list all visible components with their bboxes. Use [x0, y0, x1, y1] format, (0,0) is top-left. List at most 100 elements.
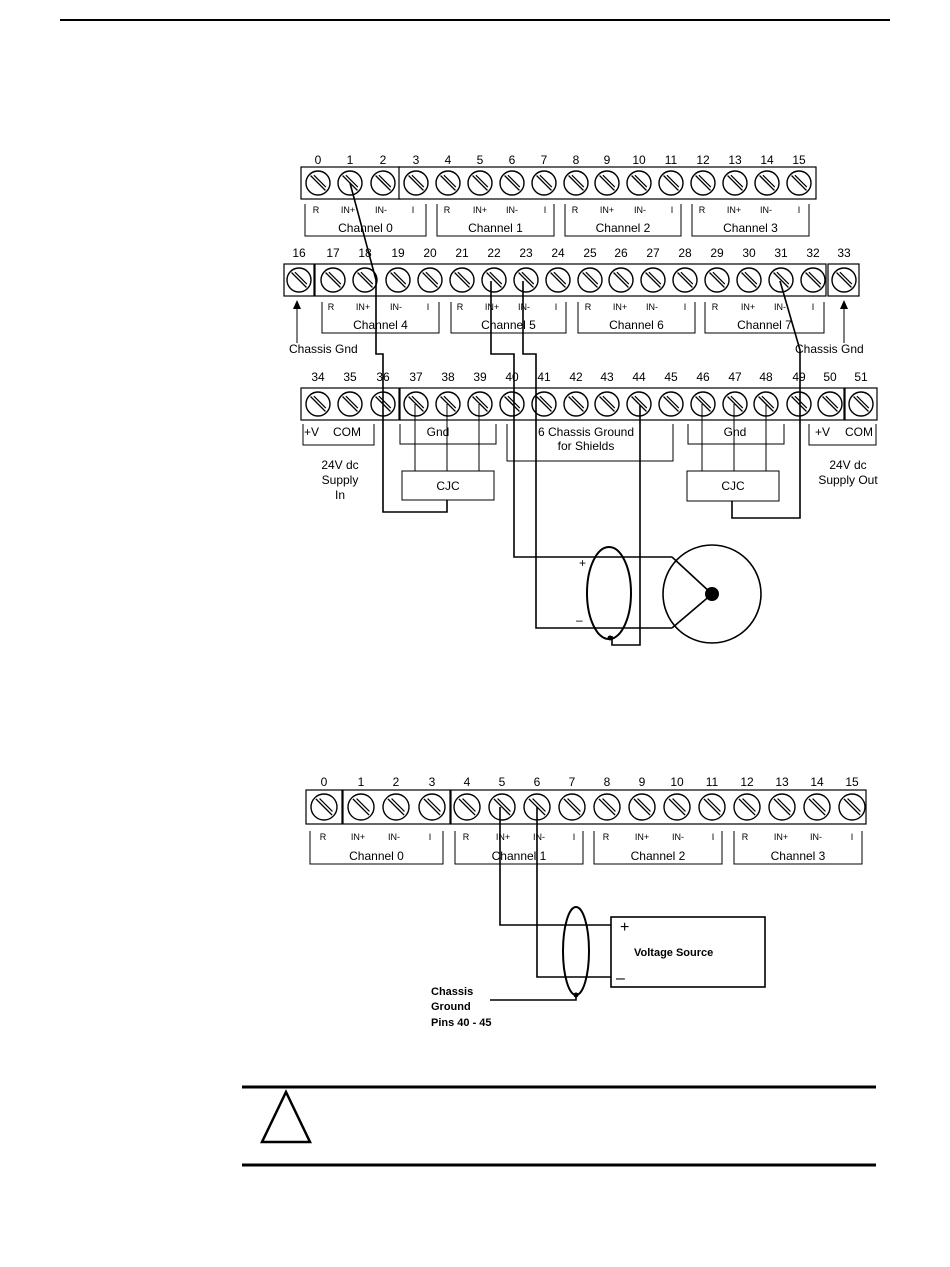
channel-terminal-label: IN-: [506, 205, 518, 215]
terminal-screw-icon: [722, 170, 748, 196]
chassis-ground-note-3: Pins 40 - 45: [431, 1017, 492, 1029]
terminal-number: 4: [445, 153, 452, 167]
shield-ground-label-1: 6 Chassis Ground: [538, 425, 634, 439]
terminal-screw-icon: [385, 267, 411, 293]
terminal-screw-icon: [658, 391, 684, 417]
supply-in-com: COM: [333, 425, 361, 439]
terminal-number: 12: [740, 775, 754, 789]
terminal-screw-icon: [838, 793, 866, 821]
channel-terminal-label: I: [671, 205, 674, 215]
terminal-screw-icon: [608, 267, 634, 293]
terminal-screw-icon: [672, 267, 698, 293]
terminal-number: 41: [537, 370, 551, 384]
warning-box: [242, 1085, 876, 1167]
channel-terminal-label: R: [699, 205, 706, 215]
terminal-screw-icon: [467, 391, 493, 417]
supply-in-label-3: In: [335, 488, 345, 502]
channel-terminal-label: I: [555, 302, 558, 312]
terminal-screw-icon: [370, 170, 396, 196]
terminal-number: 13: [728, 153, 742, 167]
channel-label: Channel 3: [723, 221, 778, 235]
terminal-screw-icon: [736, 267, 762, 293]
shield-ground-label-2: for Shields: [558, 439, 615, 453]
terminal-screw-icon: [435, 170, 461, 196]
channel-terminal-label: IN+: [635, 832, 649, 842]
terminal-number: 45: [664, 370, 678, 384]
chassis-gnd-left-label: Chassis Gnd: [289, 342, 358, 356]
terminal-number: 11: [665, 153, 678, 167]
terminal-screw-icon: [626, 391, 652, 417]
supply-out-label-2: Supply Out: [818, 473, 878, 487]
channel-bracket: [450, 302, 567, 334]
terminal-number: 25: [583, 246, 597, 260]
terminal-screw-icon: [786, 391, 812, 417]
terminal-screw-icon: [690, 391, 716, 417]
channel-terminal-label: R: [320, 832, 327, 842]
terminal-number: 17: [326, 246, 340, 260]
terminal-screw-icon: [531, 170, 557, 196]
shield-drain-dot: [607, 635, 613, 641]
terminal-number: 8: [604, 775, 611, 789]
channel-terminal-label: IN-: [390, 302, 402, 312]
terminal-screw-icon: [305, 391, 331, 417]
supply-in-label-2: Supply: [322, 473, 359, 487]
channel-label: Channel 1: [468, 221, 523, 235]
gnd-right-label: Gnd: [724, 425, 747, 439]
terminal-screw-icon: [848, 391, 874, 417]
wires-diagram-1: [349, 182, 801, 646]
terminal-screw-icon: [403, 170, 429, 196]
voltage-source-minus: –: [616, 970, 625, 987]
terminal-number: 13: [775, 775, 789, 789]
channel-terminal-label: IN+: [727, 205, 741, 215]
terminal-screw-icon: [768, 267, 794, 293]
terminal-screw-icon: [593, 793, 621, 821]
supply-out-plus-v: +V: [815, 425, 830, 439]
terminal-screw-icon: [722, 391, 748, 417]
terminal-screw-icon: [594, 170, 620, 196]
terminal-screw-icon: [768, 793, 796, 821]
channel-terminal-label: R: [313, 205, 320, 215]
channel-terminal-label: I: [427, 302, 430, 312]
channel-bracket: [454, 831, 584, 865]
terminal-screw-icon: [786, 170, 812, 196]
channel-terminal-label: R: [444, 205, 451, 215]
terminal-number: 9: [604, 153, 611, 167]
supply-in-label-1: 24V dc: [321, 458, 358, 472]
supply-in-bracket: [302, 424, 375, 446]
terminal-number: 5: [477, 153, 484, 167]
channel-label: Channel 0: [349, 849, 404, 863]
gnd-right-bracket: [687, 424, 785, 445]
terminal-screw-icon: [453, 793, 481, 821]
channel-terminal-label: R: [457, 302, 464, 312]
channel-terminal-label: IN-: [375, 205, 387, 215]
terminal-number: 26: [614, 246, 628, 260]
terminal-number: 0: [315, 153, 322, 167]
terminal-number: 4: [464, 775, 471, 789]
gnd-left-label: Gnd: [427, 425, 450, 439]
terminal-number: 15: [845, 775, 859, 789]
channel-terminal-label: IN-: [533, 832, 545, 842]
channel-bracket: [704, 302, 825, 334]
channel-label: Channel 0: [338, 221, 393, 235]
terminal-screw-icon: [499, 170, 525, 196]
channel-terminal-label: I: [684, 302, 687, 312]
terminal-number: 30: [742, 246, 756, 260]
terminal-screw-icon: [513, 267, 539, 293]
terminal-number: 44: [632, 370, 646, 384]
terminal-screw-icon: [488, 793, 516, 821]
channel-terminal-label: R: [328, 302, 335, 312]
terminal-number: 7: [541, 153, 548, 167]
terminal-screw-icon: [626, 170, 652, 196]
terminal-number: 35: [343, 370, 357, 384]
terminal-number: 0: [321, 775, 328, 789]
cable-shield-ellipse: [586, 546, 632, 640]
channel-label: Channel 2: [596, 221, 651, 235]
terminal-number: 14: [760, 153, 774, 167]
terminal-number: 38: [441, 370, 455, 384]
terminal-screw-icon: [499, 391, 525, 417]
cjc-right-block: [686, 404, 780, 502]
cable-shield-ellipse-2: [562, 906, 590, 996]
